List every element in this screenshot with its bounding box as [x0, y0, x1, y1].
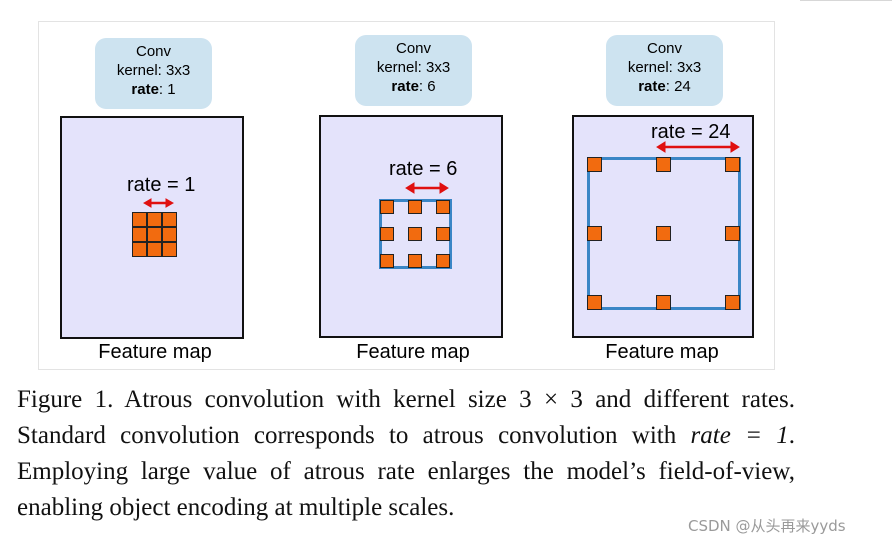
kernel-cell [656, 157, 671, 172]
conv-kernel: kernel: 3x3 [376, 59, 451, 76]
kernel-cell [147, 212, 162, 227]
kernel-cell [656, 226, 671, 241]
conv-rate-value: : 24 [665, 78, 691, 95]
conv-info-box-rate-1: Conv kernel: 3x3 rate: 1 [95, 38, 212, 109]
kernel-cell [162, 227, 177, 242]
kernel-cell [132, 242, 147, 257]
kernel-cell [587, 226, 602, 241]
csdn-watermark: CSDN @从头再来yyds [688, 517, 846, 535]
caption-math-size: 3 × 3 [519, 386, 583, 413]
conv-rate-value: : 6 [418, 78, 436, 95]
kernel-cell [725, 157, 740, 172]
kernel-cell [380, 200, 394, 214]
conv-rate-key: rate [638, 78, 666, 95]
conv-kernel: kernel: 3x3 [116, 62, 191, 79]
kernel-cell [162, 242, 177, 257]
feature-map-rate-6 [319, 115, 503, 338]
caption-text-3: . Employing large value of atrous rate e… [17, 422, 795, 521]
kernel-cell [587, 157, 602, 172]
caption-math-rate: rate = 1 [690, 422, 789, 449]
rate-label-24: rate = 24 [651, 121, 731, 143]
kernel-cell [408, 200, 422, 214]
kernel-cell [132, 212, 147, 227]
kernel-cell [380, 227, 394, 241]
top-divider [800, 0, 892, 1]
conv-title: Conv [646, 40, 683, 57]
kernel-cell [408, 254, 422, 268]
conv-info-box-rate-6: Conv kernel: 3x3 rate: 6 [355, 35, 472, 106]
kernel-cell [436, 227, 450, 241]
rate-label-6: rate = 6 [389, 158, 458, 180]
conv-rate-key: rate [131, 81, 159, 98]
kernel-cell [587, 295, 602, 310]
kernel-cell [725, 295, 740, 310]
conv-title: Conv [135, 43, 172, 60]
feature-map-label-1: Feature map [98, 341, 212, 363]
kernel-cell [725, 226, 740, 241]
kernel-cell [656, 295, 671, 310]
kernel-cell [147, 242, 162, 257]
conv-info-box-rate-24: Conv kernel: 3x3 rate: 24 [606, 35, 723, 106]
feature-map-label-24: Feature map [605, 341, 719, 363]
caption-text-1: Figure 1. Atrous convolution with kernel… [17, 386, 520, 413]
conv-kernel: kernel: 3x3 [627, 59, 702, 76]
kernel-cell [436, 200, 450, 214]
kernel-cell [147, 227, 162, 242]
rate-label-1: rate = 1 [127, 174, 196, 196]
kernel-cell [380, 254, 394, 268]
kernel-cell [162, 212, 177, 227]
caption-text-2: and different rates. Standard convolutio… [17, 386, 795, 449]
figure-caption: Figure 1. Atrous convolution with kernel… [17, 382, 795, 526]
conv-title: Conv [395, 40, 432, 57]
feature-map-label-6: Feature map [356, 341, 470, 363]
kernel-cell [132, 227, 147, 242]
kernel-cell [408, 227, 422, 241]
kernel-cell [436, 254, 450, 268]
conv-rate-key: rate [391, 78, 419, 95]
conv-rate-value: : 1 [158, 81, 176, 98]
